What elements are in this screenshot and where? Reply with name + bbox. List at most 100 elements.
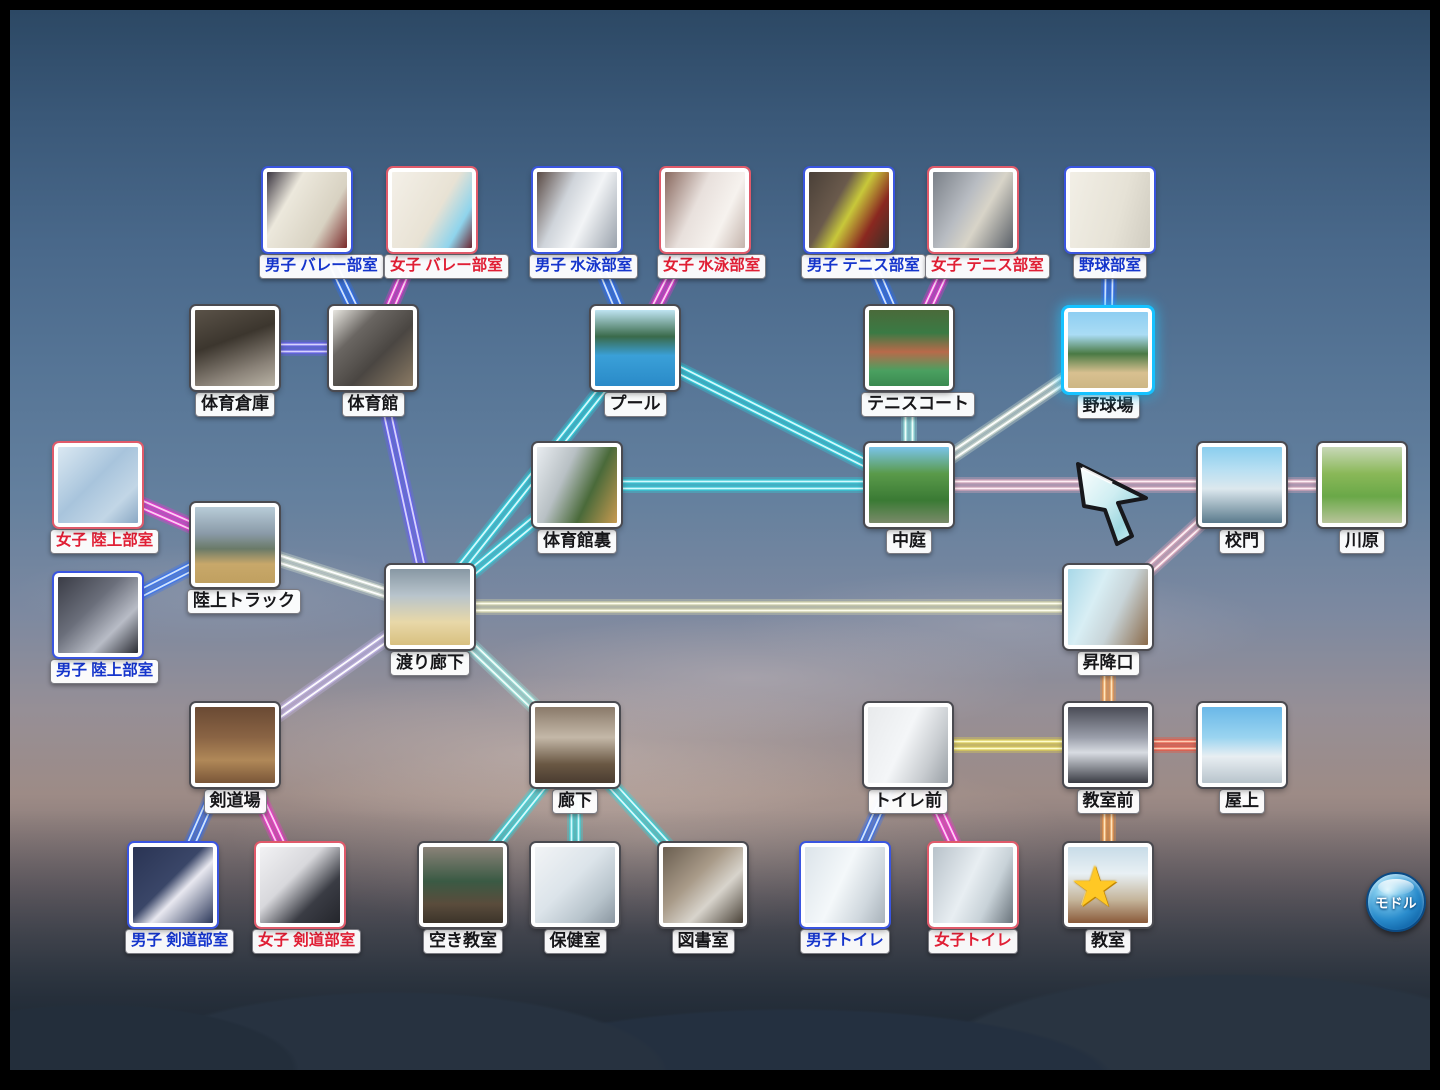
girls-kendo-thumbnail <box>256 843 344 927</box>
map-node-girls-track[interactable]: 女子 陸上部室 <box>50 443 160 554</box>
boys-kendo-label: 男子 剣道部室 <box>125 929 235 954</box>
girls-track-label: 女子 陸上部室 <box>50 529 160 554</box>
empty-classroom-thumbnail <box>419 843 507 927</box>
boys-track-thumbnail <box>54 573 142 657</box>
girls-volleyball-label: 女子 バレー部室 <box>384 254 509 279</box>
track-thumbnail <box>191 503 279 587</box>
map-node-boys-swim[interactable]: 男子 水泳部室 <box>529 168 639 279</box>
edge-behind-gym-courtyard <box>572 477 914 493</box>
toilet-front-label: トイレ前 <box>868 789 948 814</box>
boys-track-label: 男子 陸上部室 <box>50 659 160 684</box>
baseball-club-label: 野球部室 <box>1072 254 1147 279</box>
map-node-gym[interactable]: 体育館 <box>325 306 421 417</box>
map-node-entrance[interactable]: 昇降口 <box>1060 565 1156 676</box>
hallway-thumbnail <box>531 703 619 787</box>
girls-kendo-label: 女子 剣道部室 <box>252 929 362 954</box>
map-node-baseball-field[interactable]: 野球場 <box>1060 308 1156 419</box>
classroom-label: 教室 <box>1085 929 1131 954</box>
empty-classroom-label: 空き教室 <box>423 929 503 954</box>
boys-tennis-thumbnail <box>805 168 893 252</box>
gym-thumbnail <box>329 306 417 390</box>
map-node-tennis-court[interactable]: テニスコート <box>861 306 975 417</box>
map-node-behind-gym[interactable]: 体育館裏 <box>529 443 625 554</box>
map-node-boys-track[interactable]: 男子 陸上部室 <box>50 573 160 684</box>
map-node-boys-kendo[interactable]: 男子 剣道部室 <box>125 843 235 954</box>
map-node-pool[interactable]: プール <box>587 306 683 417</box>
return-button[interactable]: モドル <box>1366 872 1426 932</box>
map-node-gym-storage[interactable]: 体育倉庫 <box>187 306 283 417</box>
tennis-court-thumbnail <box>865 306 953 390</box>
girls-swim-thumbnail <box>661 168 749 252</box>
map-node-classroom-front[interactable]: 教室前 <box>1060 703 1156 814</box>
map-node-empty-classroom[interactable]: 空き教室 <box>415 843 511 954</box>
map-node-riverbank[interactable]: 川原 <box>1314 443 1410 554</box>
infirmary-thumbnail <box>531 843 619 927</box>
courtyard-label: 中庭 <box>886 529 932 554</box>
map-node-kendo-hall[interactable]: 剣道場 <box>187 703 283 814</box>
school-gate-thumbnail <box>1198 443 1286 527</box>
girls-toilet-label: 女子トイレ <box>928 929 1018 954</box>
track-label: 陸上トラック <box>187 589 301 614</box>
boys-swim-thumbnail <box>533 168 621 252</box>
baseball-club-thumbnail <box>1066 168 1154 252</box>
map-node-toilet-front[interactable]: トイレ前 <box>860 703 956 814</box>
girls-toilet-thumbnail <box>929 843 1017 927</box>
boys-volleyball-label: 男子 バレー部室 <box>259 254 384 279</box>
boys-toilet-thumbnail <box>801 843 889 927</box>
edge-courtyard-school-gate <box>904 477 1247 493</box>
return-button-label: モドル <box>1375 896 1417 911</box>
rooftop-label: 屋上 <box>1219 789 1265 814</box>
map-node-girls-kendo[interactable]: 女子 剣道部室 <box>252 843 362 954</box>
entrance-thumbnail <box>1064 565 1152 649</box>
map-node-courtyard[interactable]: 中庭 <box>861 443 957 554</box>
behind-gym-thumbnail <box>533 443 621 527</box>
behind-gym-label: 体育館裏 <box>537 529 617 554</box>
map-node-track[interactable]: 陸上トラック <box>187 503 301 614</box>
map-node-girls-swim[interactable]: 女子 水泳部室 <box>657 168 767 279</box>
riverbank-thumbnail <box>1318 443 1406 527</box>
walkway-thumbnail <box>386 565 474 649</box>
tennis-court-label: テニスコート <box>861 392 975 417</box>
girls-track-thumbnail <box>54 443 142 527</box>
map-node-library[interactable]: 図書室 <box>655 843 751 954</box>
rooftop-thumbnail <box>1198 703 1286 787</box>
gym-storage-thumbnail <box>191 306 279 390</box>
riverbank-label: 川原 <box>1339 529 1385 554</box>
walkway-label: 渡り廊下 <box>390 651 470 676</box>
classroom-thumbnail: ★ <box>1064 843 1152 927</box>
boys-volleyball-thumbnail <box>263 168 351 252</box>
map-node-girls-toilet[interactable]: 女子トイレ <box>925 843 1021 954</box>
kendo-hall-label: 剣道場 <box>203 789 267 814</box>
entrance-label: 昇降口 <box>1076 651 1140 676</box>
map-node-girls-volleyball[interactable]: 女子 バレー部室 <box>384 168 509 279</box>
map-node-rooftop[interactable]: 屋上 <box>1194 703 1290 814</box>
map-node-girls-tennis[interactable]: 女子 テニス部室 <box>925 168 1050 279</box>
map-node-infirmary[interactable]: 保健室 <box>527 843 623 954</box>
map-node-walkway[interactable]: 渡り廊下 <box>382 565 478 676</box>
baseball-field-thumbnail <box>1064 308 1152 392</box>
gym-label: 体育館 <box>341 392 405 417</box>
classroom-front-thumbnail <box>1064 703 1152 787</box>
pool-label: プール <box>603 392 667 417</box>
map-node-boys-tennis[interactable]: 男子 テニス部室 <box>801 168 926 279</box>
girls-tennis-thumbnail <box>929 168 1017 252</box>
boys-tennis-label: 男子 テニス部室 <box>801 254 926 279</box>
gym-storage-label: 体育倉庫 <box>195 392 275 417</box>
edge-gym-walkway <box>365 342 438 613</box>
map-node-boys-volleyball[interactable]: 男子 バレー部室 <box>259 168 384 279</box>
girls-tennis-label: 女子 テニス部室 <box>925 254 1050 279</box>
map-node-classroom[interactable]: ★ 教室 <box>1060 843 1156 954</box>
boys-toilet-label: 男子トイレ <box>800 929 890 954</box>
star-icon: ★ <box>1070 855 1121 918</box>
pool-thumbnail <box>591 306 679 390</box>
map-node-school-gate[interactable]: 校門 <box>1194 443 1290 554</box>
map-node-baseball-club[interactable]: 野球部室 <box>1062 168 1158 279</box>
map-node-hallway[interactable]: 廊下 <box>527 703 623 814</box>
map-node-boys-toilet[interactable]: 男子トイレ <box>797 843 893 954</box>
edge-pool-courtyard <box>628 340 916 493</box>
boys-kendo-thumbnail <box>129 843 217 927</box>
toilet-front-thumbnail <box>864 703 952 787</box>
edge-walkway-entrance <box>425 599 1113 615</box>
infirmary-label: 保健室 <box>543 929 607 954</box>
